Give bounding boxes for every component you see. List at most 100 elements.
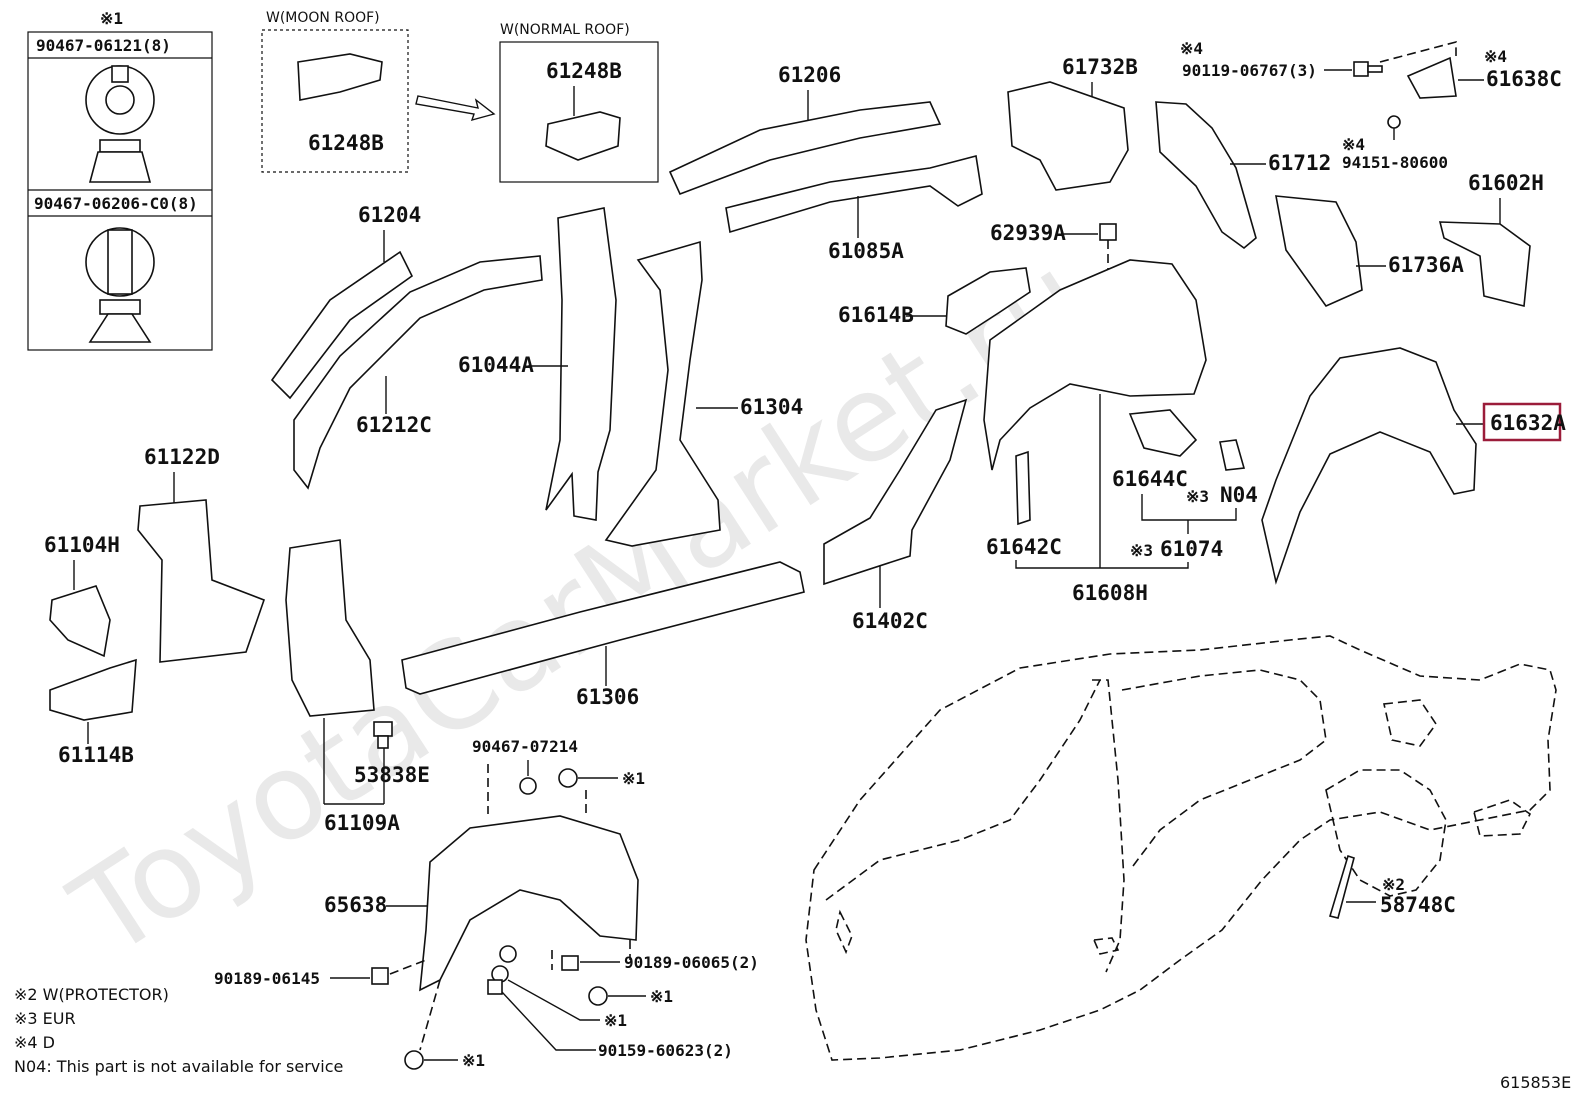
arrow-icon	[415, 95, 496, 122]
callout-61044a[interactable]: 61044A	[458, 353, 534, 377]
part-65638-shape[interactable]	[419, 815, 639, 992]
callout-61114b[interactable]: 61114B	[58, 743, 134, 767]
part-61248b-normal-shape[interactable]	[545, 111, 621, 161]
note-line: ※2 W(PROTECTOR)	[14, 985, 169, 1004]
callout-61736a[interactable]: 61736A	[1388, 253, 1464, 277]
callout-90467-06206[interactable]: 90467-06206-C0(8)	[34, 194, 198, 213]
part-61632a-shape[interactable]	[1261, 347, 1477, 585]
callout-61206[interactable]: 61206	[778, 63, 841, 87]
part-61204-shape[interactable]	[270, 250, 414, 400]
mark-1-c: ※1	[604, 1011, 627, 1030]
callout-61712[interactable]: 61712	[1268, 151, 1331, 175]
part-61122d-shape[interactable]	[137, 499, 266, 663]
clip-icon	[371, 967, 389, 985]
callout-61248b-moon[interactable]: 61248B	[308, 131, 384, 155]
part-61732b-shape[interactable]	[1007, 81, 1129, 191]
callout-90189-06145[interactable]: 90189-06145	[214, 969, 320, 988]
callout-61122d[interactable]: 61122D	[144, 445, 220, 469]
part-61206-shape[interactable]	[668, 101, 942, 196]
clip-icon	[519, 777, 537, 795]
part-61638c-shape[interactable]	[1406, 56, 1457, 99]
callout-61602h[interactable]: 61602H	[1468, 171, 1544, 195]
callout-61304[interactable]: 61304	[740, 395, 803, 419]
clip-icon	[561, 955, 579, 971]
moon-roof-caption: W(MOON ROOF)	[266, 10, 380, 26]
mark-3-b: ※3	[1130, 541, 1153, 560]
clip-fastener-icon	[85, 227, 155, 343]
mark-1-a: ※1	[622, 769, 645, 788]
part-61109a-shape[interactable]	[285, 539, 375, 717]
callout-61074[interactable]: 61074	[1160, 537, 1223, 561]
part-61044a-shape[interactable]	[545, 207, 617, 521]
clip-icon	[588, 986, 608, 1006]
mark-1-b: ※1	[650, 987, 673, 1006]
callout-62939a[interactable]: 62939A	[990, 221, 1066, 245]
callout-61632a[interactable]: 61632A	[1490, 411, 1566, 435]
mark-4-c: ※4	[1342, 135, 1365, 154]
callout-53838e[interactable]: 53838E	[354, 763, 430, 787]
highlight-frame	[1482, 402, 1562, 442]
clip-detail-panel: ※1 90467-06121(8) 90467-06206-C0(8)	[27, 9, 213, 351]
part-61608h-shape[interactable]	[983, 259, 1207, 471]
part-61248b-moon-shape[interactable]	[297, 53, 383, 101]
bolt-icon	[1387, 115, 1401, 129]
part-61614b-shape[interactable]	[945, 267, 1031, 335]
callout-90189-06065[interactable]: 90189-06065(2)	[624, 953, 759, 972]
mark-2: ※2	[1382, 875, 1405, 894]
callout-61248b-normal[interactable]: 61248B	[546, 59, 622, 83]
part-53838e-shape[interactable]	[373, 721, 393, 749]
notes-block: ※2 W(PROTECTOR) ※3 EUR ※4 D N04: This pa…	[14, 985, 343, 1076]
part-61402c-shape[interactable]	[823, 398, 968, 586]
callout-61104h[interactable]: 61104H	[44, 533, 120, 557]
normal-roof-box: W(NORMAL ROOF) 61248B	[499, 22, 659, 183]
callout-90159-60623[interactable]: 90159-60623(2)	[598, 1041, 733, 1060]
callout-61732b[interactable]: 61732B	[1062, 55, 1138, 79]
normal-roof-caption: W(NORMAL ROOF)	[500, 22, 630, 38]
diagram-code: 615853E	[1500, 1073, 1571, 1092]
callout-61402c[interactable]: 61402C	[852, 609, 928, 633]
callout-61085a[interactable]: 61085A	[828, 239, 904, 263]
callout-61608h[interactable]: 61608H	[1072, 581, 1148, 605]
part-61306-shape[interactable]	[401, 561, 805, 695]
part-61212c-shape[interactable]	[293, 255, 543, 490]
clip-fastener-icon	[85, 65, 155, 183]
callout-61306[interactable]: 61306	[576, 685, 639, 709]
moon-roof-box: W(MOON ROOF) 61248B	[261, 10, 409, 173]
part-62939a-shape[interactable]	[1099, 223, 1117, 241]
mark-4-a: ※4	[1180, 39, 1203, 58]
mark-3-a: ※3	[1186, 487, 1209, 506]
callout-n04[interactable]: N04	[1220, 483, 1258, 507]
callout-90119-06767[interactable]: 90119-06767(3)	[1182, 61, 1317, 80]
bolt-icon	[1353, 61, 1383, 77]
callout-61212c[interactable]: 61212C	[356, 413, 432, 437]
part-n04-shape[interactable]	[1219, 439, 1246, 471]
callout-94151-80600[interactable]: 94151-80600	[1342, 153, 1448, 172]
callout-61638c[interactable]: 61638C	[1486, 67, 1562, 91]
callout-58748c[interactable]: 58748C	[1380, 893, 1456, 917]
part-61642c-shape[interactable]	[1015, 450, 1031, 526]
callout-61642c[interactable]: 61642C	[986, 535, 1062, 559]
part-61085a-shape[interactable]	[725, 155, 983, 234]
callout-61109a[interactable]: 61109A	[324, 811, 400, 835]
part-61304-shape[interactable]	[604, 240, 721, 547]
callout-61644c[interactable]: 61644C	[1112, 467, 1188, 491]
part-58748c-shape[interactable]	[1328, 854, 1355, 919]
mark-4-b: ※4	[1484, 47, 1507, 66]
part-61114b-shape[interactable]	[49, 658, 137, 721]
callout-90467-07214[interactable]: 90467-07214	[472, 737, 578, 756]
part-61644c-shape[interactable]	[1128, 409, 1198, 457]
mark-1-d: ※1	[462, 1051, 485, 1070]
callout-61204[interactable]: 61204	[358, 203, 421, 227]
body-side-outline	[805, 635, 1557, 1061]
part-61602h-shape[interactable]	[1438, 221, 1531, 308]
part-61712-shape[interactable]	[1155, 101, 1257, 250]
part-61104h-shape[interactable]	[49, 585, 111, 658]
part-61736a-shape[interactable]	[1275, 195, 1363, 307]
callout-90467-06121[interactable]: 90467-06121(8)	[36, 36, 171, 55]
clip-icon	[487, 979, 503, 995]
callout-61614b[interactable]: 61614B	[838, 303, 914, 327]
clip-icon	[404, 1050, 424, 1070]
mark-1-top: ※1	[100, 9, 123, 28]
note-line: N04: This part is not available for serv…	[14, 1057, 343, 1076]
callout-65638[interactable]: 65638	[324, 893, 387, 917]
